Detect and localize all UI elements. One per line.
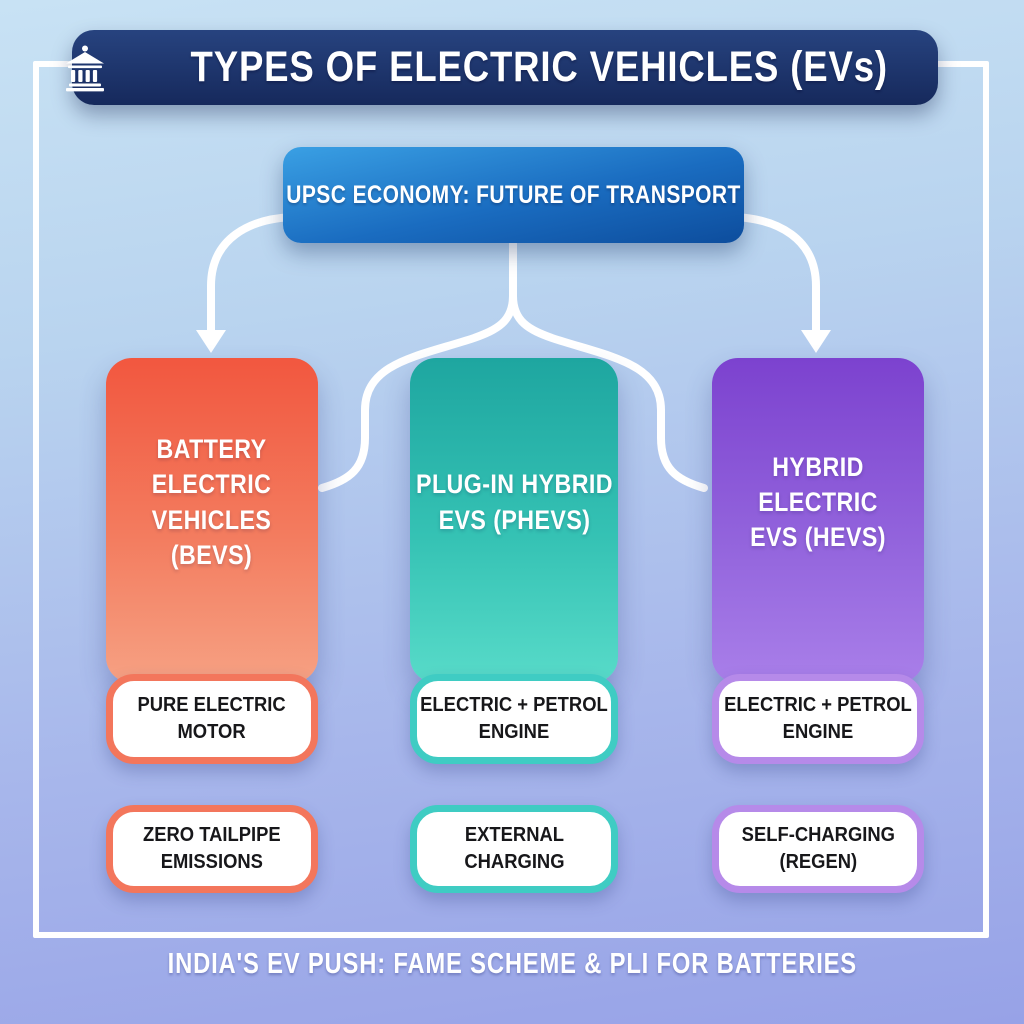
feature-line: EMISSIONS (160, 851, 264, 873)
card-title-line: ELECTRIC (758, 486, 878, 517)
feature-pill-label: ZERO TAILPIPE EMISSIONS (137, 822, 287, 876)
feature-pill-phev-engine: ELECTRIC + PETROL ENGINE (410, 674, 618, 764)
card-title-line: EVS (HEVS) (750, 522, 886, 553)
feature-pill-phev-charging: EXTERNAL CHARGING (410, 805, 618, 893)
feature-pill-label: ELECTRIC + PETROL ENGINE (716, 692, 920, 746)
card-title-hev: HYBRID ELECTRIC EVS (HEVS) (739, 450, 897, 555)
feature-pill-bev-motor: PURE ELECTRIC MOTOR (106, 674, 318, 764)
feature-line: ELECTRIC + PETROL (420, 694, 608, 716)
footer-caption: INDIA'S EV PUSH: FAME SCHEME & PLI FOR B… (0, 948, 1024, 981)
feature-line: EXTERNAL (464, 824, 564, 846)
page-title: TYPES OF ELECTRIC VEHICLES (EVs) (190, 43, 888, 91)
feature-line: PURE ELECTRIC (137, 694, 287, 716)
feature-line: ZERO TAILPIPE (143, 824, 281, 846)
card-title-line: ELECTRIC (152, 469, 272, 500)
connector-right-arrow-line (731, 213, 820, 336)
feature-pill-label: ELECTRIC + PETROL ENGINE (412, 692, 616, 746)
category-card-bev: BATTERY ELECTRIC VEHICLES (BEVS) (106, 358, 318, 683)
arrowhead-right (801, 330, 831, 353)
feature-line: SELF-CHARGING (741, 824, 895, 846)
feature-line: ELECTRIC + PETROL (724, 694, 912, 716)
header-bar: TYPES OF ELECTRIC VEHICLES (EVs) (65, 30, 938, 105)
card-title-phev: PLUG-IN HYBRID EVS (PHEVS) (400, 467, 629, 537)
card-title-line: EVS (PHEVS) (438, 504, 590, 535)
feature-line: ENGINE (478, 721, 550, 743)
feature-pill-label: SELF-CHARGING (REGEN) (735, 822, 902, 876)
feature-pill-bev-emissions: ZERO TAILPIPE EMISSIONS (106, 805, 318, 893)
feature-pill-label: PURE ELECTRIC MOTOR (131, 692, 292, 746)
arrowhead-left (196, 330, 226, 353)
card-title-line: PLUG-IN HYBRID (415, 469, 613, 500)
category-card-phev: PLUG-IN HYBRID EVS (PHEVS) (410, 358, 618, 683)
card-title-line: (BEVS) (171, 539, 253, 570)
connector-center-left-branch (318, 292, 517, 492)
feature-pill-hev-engine: ELECTRIC + PETROL ENGINE (712, 674, 924, 764)
topic-label: UPSC ECONOMY: FUTURE OF TRANSPORT (286, 180, 741, 209)
bank-icon (65, 45, 104, 91)
feature-pill-label: EXTERNAL CHARGING (460, 822, 569, 876)
card-title-line: HYBRID (772, 451, 864, 482)
feature-line: MOTOR (177, 721, 247, 743)
card-title-line: BATTERY (156, 434, 268, 465)
feature-line: CHARGING (463, 851, 565, 873)
connector-left-arrow-line (207, 213, 296, 336)
card-title-bev: BATTERY ELECTRIC VEHICLES (BEVS) (142, 432, 281, 572)
feature-line: ENGINE (782, 721, 854, 743)
category-card-hev: HYBRID ELECTRIC EVS (HEVS) (712, 358, 924, 683)
card-title-line: VEHICLES (152, 504, 272, 535)
feature-pill-hev-regen: SELF-CHARGING (REGEN) (712, 805, 924, 893)
connector-center-right-branch (509, 292, 708, 492)
footer-caption-text: INDIA'S EV PUSH: FAME SCHEME & PLI FOR B… (167, 948, 857, 980)
feature-line: (REGEN) (779, 851, 857, 873)
topic-box: UPSC ECONOMY: FUTURE OF TRANSPORT (283, 147, 744, 243)
